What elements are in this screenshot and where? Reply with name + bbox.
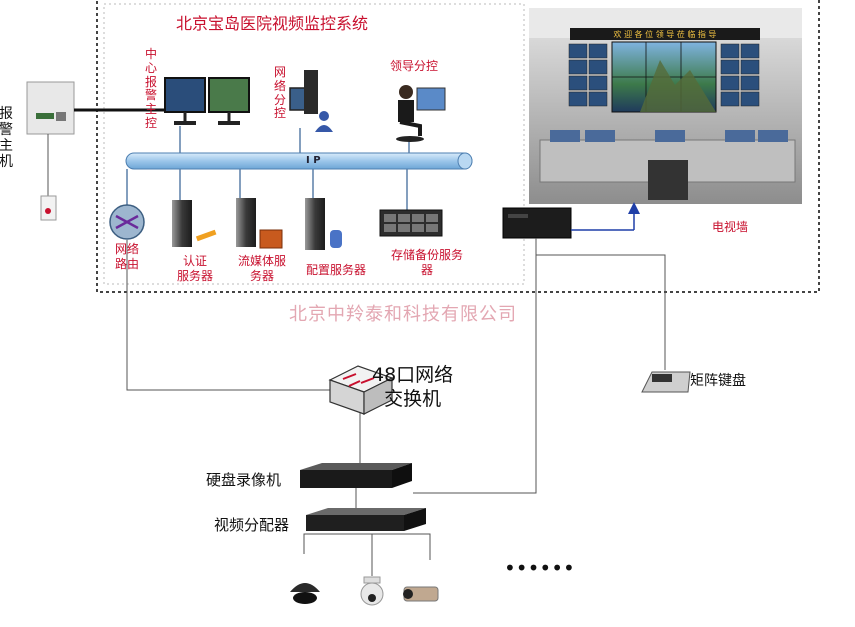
- system-inner-frame: [103, 3, 525, 285]
- switch-label: 48口网络 交换机: [372, 364, 454, 410]
- auth-server-label: 认证 服务器: [176, 254, 213, 283]
- video-wall-banner: 欢 迎 各 位 领 导 莅 临 指 导: [614, 29, 717, 39]
- alarm-host-device: [26, 81, 75, 135]
- matrix-keyboard-device: [641, 371, 691, 393]
- matrix-keyboard-label: 矩阵键盘: [690, 373, 746, 389]
- page-title: 北京宝岛医院视频监控系统: [176, 14, 369, 33]
- leader-control-label: 领导分控: [390, 59, 439, 73]
- network-switch: [328, 365, 394, 415]
- network-router: [109, 204, 145, 240]
- video-wall-image: [529, 8, 802, 204]
- wiring: [126, 238, 666, 576]
- bullet-camera-icon: [403, 586, 439, 602]
- stream-server: [236, 198, 283, 249]
- ip-bus-label: I P: [306, 155, 321, 166]
- config-server: [305, 198, 342, 250]
- wall-controller: [502, 207, 572, 239]
- auth-server: [172, 200, 217, 247]
- dvr-device: [300, 463, 412, 488]
- ip-bus: [125, 152, 473, 170]
- speed-dome-camera-icon: [360, 576, 384, 606]
- storage-server: [379, 209, 443, 237]
- center-alarm-label: 中 心 报 警 主 控: [144, 47, 157, 130]
- center-alarm-monitors: [164, 77, 250, 125]
- video-wall-label: 电视墙: [712, 220, 749, 234]
- video-distributor-label: 视频分配器: [214, 516, 290, 534]
- watermark: 北京中羚泰和科技有限公司: [289, 304, 517, 325]
- stream-server-label: 流媒体服 务器: [237, 254, 286, 283]
- network-control-label: 网 络 分 控: [273, 65, 286, 121]
- dvr-label: 硬盘录像机: [206, 471, 282, 489]
- storage-server-label: 存储备份服务 器: [390, 248, 463, 277]
- alarm-host-label: 报 警 主 机: [0, 106, 13, 171]
- dome-camera-icon: [290, 583, 320, 604]
- video-distributor-device: [306, 508, 426, 531]
- bus-connectors: [126, 126, 410, 210]
- network-control-workstation: [289, 70, 333, 132]
- leader-control-person: [396, 85, 446, 142]
- config-server-label: 配置服务器: [306, 263, 367, 277]
- alarm-button-device: [40, 195, 57, 221]
- system-frame: [96, 0, 820, 293]
- more-cameras-dots: ••••••: [504, 556, 575, 580]
- router-label: 网络 路由: [114, 242, 139, 271]
